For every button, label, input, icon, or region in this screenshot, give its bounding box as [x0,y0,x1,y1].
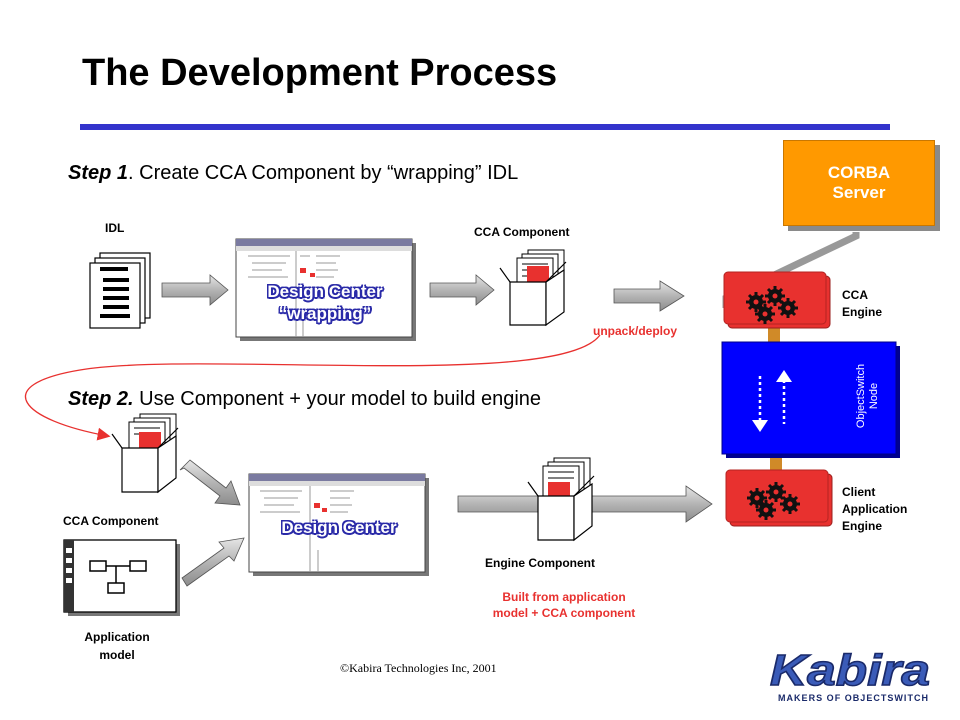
idl-label: IDL [105,221,125,235]
arrow-design-center-to-component [429,274,495,306]
client-application-engine-block [725,469,833,527]
client-application-engine-label: Client Application Engine [842,484,907,535]
step-1-sep: . [128,162,140,184]
engine-component-label: Engine Component [485,556,595,570]
footer-copyright: ©Kabira Technologies Inc, 2001 [340,661,497,675]
objectswitch-node-label: ObjectSwitch Node [838,346,898,446]
connector-bottom [770,455,782,471]
kabira-logo: Kabira MAKERS OF OBJECTSWITCH [766,645,942,707]
engine-component-box [527,457,595,542]
application-model-line2: model [99,648,135,662]
built-from-label: Built from application model + CCA compo… [464,589,664,621]
design-center-label: Design Center [281,518,397,537]
arrow-idl-to-design-center [161,274,229,306]
corba-line2: Server [832,183,886,202]
cca-engine-label: CCA Engine [842,287,882,321]
unpack-deploy-label: unpack/deploy [593,324,678,338]
application-model-line1: Application [84,630,150,644]
built-from-line2: model + CCA component [492,606,636,620]
cca-component-box-top [499,249,567,327]
deploy-curve-arrow [24,334,601,441]
client-line2: Application [842,502,908,516]
node-line1: ObjectSwitch [855,363,867,429]
kabira-logo-graphic: Kabira MAKERS OF OBJECTSWITCH [769,645,931,703]
step-1-text: Create CCA Component by “wrapping” IDL [139,162,519,184]
objectswitch-node [721,341,900,458]
design-center-wrapping-label: Design Center “wrapping” [240,281,410,325]
svg-text:MAKERS OF OBJECTSWITCH: MAKERS OF OBJECTSWITCH [778,693,928,703]
title-underline [80,124,890,130]
design-center-window [248,473,429,576]
cca-component-bottom-label: CCA Component [63,514,159,528]
client-line3: Engine [842,519,883,533]
application-model-label: Application model [62,628,172,664]
cca-engine-line1: CCA [842,288,868,302]
corba-line1: CORBA [827,163,891,182]
idl-document-icon [89,252,151,329]
cca-component-top-label: CCA Component [474,225,570,239]
built-from-line1: Built from application [502,590,626,604]
connector-top [768,328,780,344]
cca-engine-block [723,271,831,329]
slide-title: The Development Process [82,52,558,94]
design-center-wrapping-window [235,238,416,341]
step-2-label: Step 2. [68,388,134,410]
cca-component-box-bottom [111,413,179,494]
step-2-text: Use Component + your model to build engi… [139,388,542,410]
svg-text:Kabira: Kabira [770,646,930,695]
step-2: Step 2. Use Component + your model to bu… [68,388,541,411]
objectswitch-node-text: ObjectSwitch Node [855,364,881,428]
step-1: Step 1. Create CCA Component by “wrappin… [68,162,518,185]
arrow-component-to-deploy [613,280,685,312]
arrow-model-to-design-center [181,537,245,587]
node-line2: Node [868,382,880,410]
step-1-label: Step 1 [68,162,129,184]
arrow-component-to-design-center [179,459,241,506]
cca-engine-line2: Engine [842,305,883,319]
corba-server-box: CORBA Server [783,140,935,226]
application-model-icon [63,539,180,616]
design-center-wrapping-line2: “wrapping” [278,304,372,323]
client-line1: Client [842,485,876,499]
design-center-wrapping-line1: Design Center [267,282,383,301]
